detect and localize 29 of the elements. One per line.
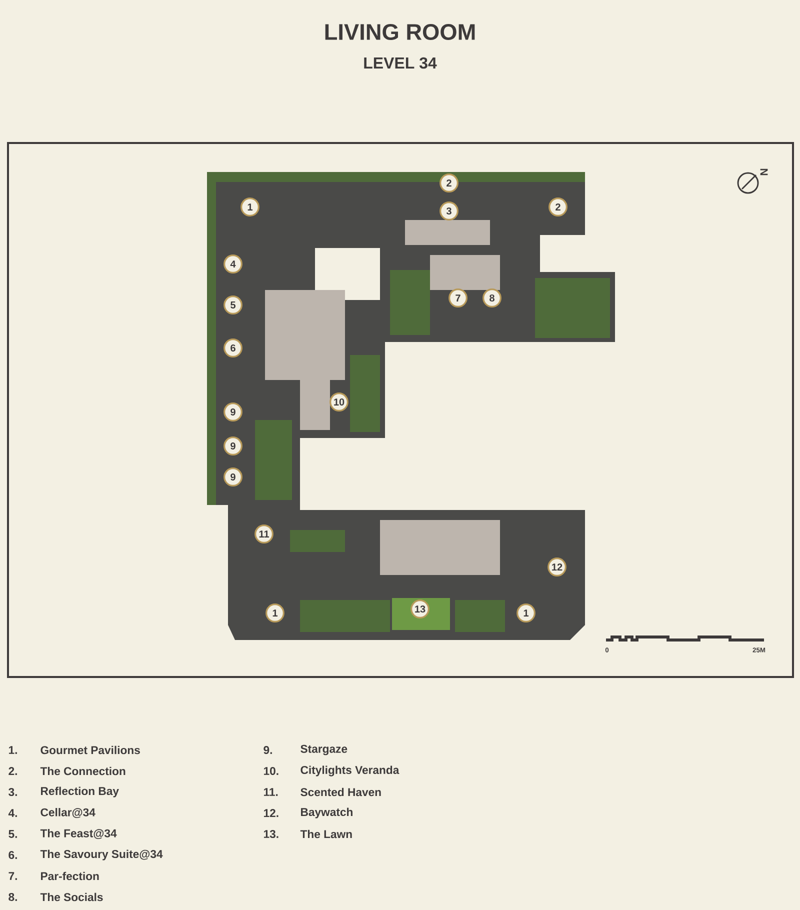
- list-number: 11.: [264, 788, 278, 796]
- amenity-name: Citylights Veranda: [300, 766, 400, 776]
- list-number: 10.: [264, 767, 278, 776]
- amenity-name: The Feast@34: [40, 829, 117, 840]
- list-number: 5.: [8, 830, 17, 838]
- amenity-name: Cellar@34: [40, 808, 96, 818]
- list-number: 12.: [264, 809, 278, 817]
- subtitle: LEVEL 34: [364, 57, 437, 69]
- title: LIVING ROOM: [325, 24, 475, 40]
- list-number: 13.: [264, 830, 278, 838]
- amenity-name: The Socials: [40, 892, 103, 902]
- amenity-name: Par-fection: [41, 872, 99, 880]
- amenity-name: Stargaze: [300, 744, 348, 756]
- list-number: 1.: [8, 746, 17, 754]
- list-number: 4.: [8, 809, 17, 817]
- north-label: N: [760, 168, 768, 176]
- amenity-name: Gourmet Pavilions: [40, 746, 140, 754]
- list-number: 8.: [8, 893, 17, 902]
- list-number: 7.: [8, 872, 17, 880]
- list-number: 9.: [264, 746, 272, 754]
- amenity-name: The Lawn: [300, 830, 352, 838]
- list-number: 3.: [8, 788, 17, 796]
- list-number: 2.: [8, 767, 17, 775]
- amenity-name: Scented Haven: [300, 788, 381, 796]
- amenity-name: Reflection Bay: [41, 786, 119, 798]
- amenity-name: Baywatch: [301, 808, 352, 818]
- amenity-name: The Savoury Suite@34: [40, 850, 163, 860]
- amenity-name: The Connection: [40, 766, 126, 776]
- list-number: 6.: [8, 851, 17, 860]
